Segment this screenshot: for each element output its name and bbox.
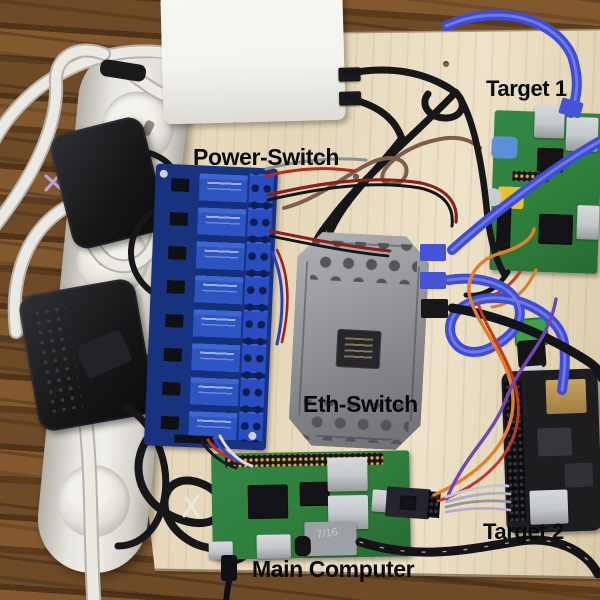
ethernet-port: 7/16 xyxy=(304,521,357,557)
relay-corner-screw xyxy=(159,169,168,178)
adapter-label-plate xyxy=(75,328,133,380)
power-switch-label: Power-Switch xyxy=(193,144,340,170)
socket-shutter xyxy=(98,250,109,267)
usb-port xyxy=(327,457,368,492)
adapter-pin-header xyxy=(427,491,441,519)
port-chalk-marking: 7/16 xyxy=(315,526,339,542)
audio-jack xyxy=(294,536,311,557)
target2-label: Target 2 xyxy=(483,519,564,544)
hdmi-port xyxy=(576,205,600,240)
micro-usb-power-port xyxy=(208,541,233,560)
memory-chip xyxy=(299,481,331,507)
switch-vent-holes-top xyxy=(310,239,418,284)
processor-chip xyxy=(537,427,573,457)
ethernet-port-gold xyxy=(545,378,587,415)
soc-chip xyxy=(536,147,564,173)
soc-chip xyxy=(247,484,289,520)
switch-label-plate xyxy=(336,329,382,369)
audio-jack xyxy=(491,136,518,159)
target1-raspberry-pi xyxy=(483,105,600,274)
ethernet-switch xyxy=(287,231,430,452)
target1-label: Target 1 xyxy=(486,76,567,101)
target2-beaglebone xyxy=(501,368,600,534)
adapter-chip xyxy=(399,495,417,511)
main-computer-label: Main Computer xyxy=(252,556,415,582)
board-screw xyxy=(353,174,359,180)
usb-plug xyxy=(338,91,362,106)
power-supply-box xyxy=(160,0,362,125)
usb-port xyxy=(533,105,565,139)
ethernet-port xyxy=(565,116,599,152)
power-socket xyxy=(54,461,133,541)
relay-pin-header xyxy=(174,434,215,445)
power-adapter-bottom xyxy=(16,276,158,434)
relay-board-power-switch xyxy=(143,163,279,451)
eth-switch-label: Eth-Switch xyxy=(303,391,418,417)
pin-header xyxy=(495,206,512,251)
memory-chip xyxy=(564,462,594,488)
usb-serial-adapter xyxy=(371,483,449,522)
usb-plug xyxy=(338,67,361,82)
adapter-pcb xyxy=(385,486,431,520)
gpio-header xyxy=(512,170,549,183)
soc-chip xyxy=(538,213,574,245)
board-screw xyxy=(443,61,449,67)
barrel-jack-body xyxy=(516,339,547,369)
optocoupler-ics xyxy=(160,178,190,435)
adapter-vent-holes xyxy=(31,303,84,414)
